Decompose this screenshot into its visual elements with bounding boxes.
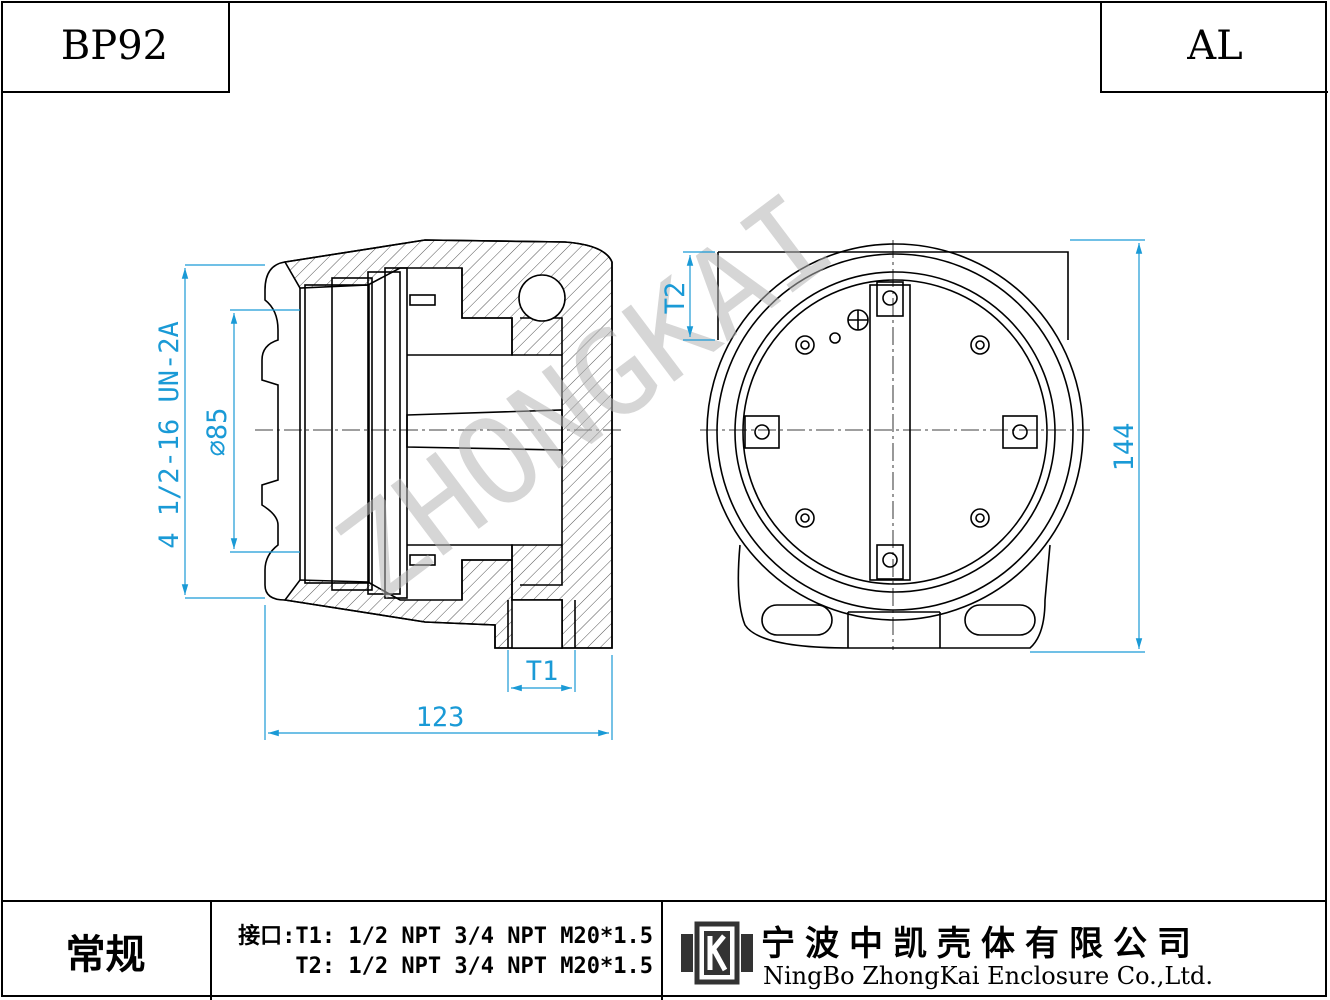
t2-dimension-label: T2	[660, 282, 691, 315]
company-name-english: NingBo ZhongKai Enclosure Co.,Ltd.	[763, 962, 1213, 990]
length-dimension-label: 123	[416, 702, 465, 733]
model-number: BP92	[60, 23, 169, 69]
front-view	[706, 243, 1084, 649]
mounting-holes	[754, 290, 1028, 568]
title-block: 常规 接口:T1: 1/2 NPT 3/4 NPT M20*1.5 T2: 1/…	[1, 900, 1327, 1000]
dimension-lines	[181, 239, 1145, 740]
ports-line-t1: 接口:T1: 1/2 NPT 3/4 NPT M20*1.5	[238, 924, 653, 949]
ports-line-t2: T2: 1/2 NPT 3/4 NPT M20*1.5	[295, 954, 653, 979]
ports-cell: 接口:T1: 1/2 NPT 3/4 NPT M20*1.5 T2: 1/2 N…	[211, 902, 663, 1000]
diameter-dimension-label: ⌀85	[202, 408, 233, 457]
type-cell: 常规	[1, 902, 212, 1000]
company-name-chinese: 宁波中凯壳体有限公司	[761, 924, 1201, 964]
material-code: AL	[1187, 23, 1243, 69]
height-dimension-label: 144	[1109, 423, 1140, 472]
model-number-box: BP92	[1, 1, 230, 93]
thread-dimension-label: 4 1/2-16 UN-2A	[154, 321, 185, 549]
company-cell: 宁波中凯壳体有限公司 NingBo ZhongKai Enclosure Co.…	[663, 902, 1327, 1000]
material-box: AL	[1100, 1, 1328, 93]
side-section-view	[261, 239, 613, 649]
t1-dimension-label: T1	[526, 656, 559, 687]
type-label: 常规	[65, 931, 146, 978]
zhongkai-k-logo-icon	[681, 921, 753, 985]
